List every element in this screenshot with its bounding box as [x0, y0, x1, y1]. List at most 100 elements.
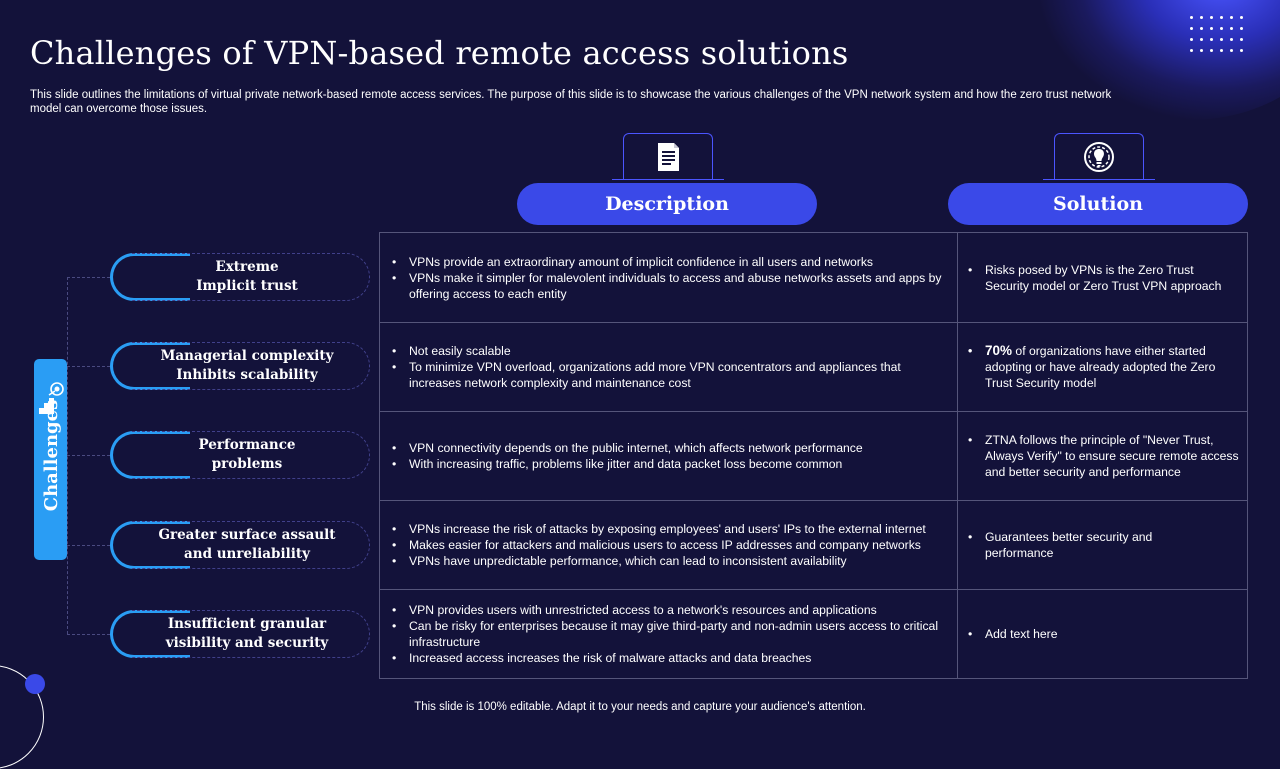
solution-cell: •Add text here — [958, 589, 1247, 678]
challenge-line: problems — [211, 456, 283, 472]
solution-cell: •Guarantees better security and performa… — [958, 500, 1247, 589]
challenge-label: Insufficient granular visibility and secu… — [152, 615, 329, 653]
challenge-line: Extreme — [215, 259, 279, 275]
decor-dot — [1210, 16, 1213, 19]
decor-dot — [1200, 16, 1203, 19]
bullet-text: VPN connectivity depends on the public i… — [409, 440, 863, 455]
bullet-text: VPNs have unpredictable performance, whi… — [409, 553, 847, 568]
stat-value: 70% — [985, 342, 1013, 358]
description-cell: •VPN provides users with unrestricted ac… — [380, 589, 958, 678]
decor-dot — [1210, 27, 1213, 30]
lightbulb-gear-icon — [1084, 142, 1114, 172]
list-item: •Can be risky for enterprises because it… — [392, 618, 947, 650]
description-cell: •Not easily scalable •To minimize VPN ov… — [380, 322, 958, 411]
bullet-text: VPN provides users with unrestricted acc… — [409, 602, 877, 617]
solution-header: Solution — [948, 183, 1248, 225]
decor-dot — [1200, 49, 1203, 52]
decor-dot — [1240, 27, 1243, 30]
list-item: •ZTNA follows the principle of "Never Tr… — [968, 432, 1239, 479]
decor-dot — [1210, 49, 1213, 52]
bullet-text: Not easily scalable — [409, 343, 511, 358]
solution-cell: •ZTNA follows the principle of "Never Tr… — [958, 411, 1247, 500]
challenge-line: visibility and security — [165, 635, 329, 651]
page-subtitle: This slide outlines the limitations of v… — [30, 89, 1112, 115]
challenge-item: Greater surface assault and unreliability — [110, 521, 370, 569]
challenge-line: Greater surface assault — [158, 527, 336, 543]
decor-dot — [1210, 38, 1213, 41]
decor-dot — [1200, 38, 1203, 41]
list-item: •Not easily scalable — [392, 343, 947, 359]
footer-note: This slide is 100% editable. Adapt it to… — [414, 701, 866, 713]
decor-dot — [1200, 27, 1203, 30]
list-item: •VPNs increase the risk of attacks by ex… — [392, 521, 947, 537]
list-item: •VPN connectivity depends on the public … — [392, 440, 947, 456]
challenge-line: Managerial complexity — [160, 348, 334, 364]
pill-outline — [132, 610, 370, 658]
list-item: •VPNs make it simpler for malevolent ind… — [392, 270, 947, 302]
stairs-target-icon — [39, 382, 64, 414]
solution-cell: •Risks posed by VPNs is the Zero Trust S… — [958, 233, 1247, 322]
decor-dot — [1190, 49, 1193, 52]
bullet-text: To minimize VPN overload, organizations … — [409, 359, 901, 390]
decor-dot — [1190, 38, 1193, 41]
list-item: •VPN provides users with unrestricted ac… — [392, 602, 947, 618]
decor-dot — [1220, 16, 1223, 19]
challenge-item: Performance problems — [110, 431, 370, 479]
table-row: •VPNs increase the risk of attacks by ex… — [380, 500, 1247, 590]
table-row: •Not easily scalable •To minimize VPN ov… — [380, 322, 1247, 412]
decor-dot — [1190, 16, 1193, 19]
list-item: •70% of organizations have either starte… — [968, 342, 1216, 390]
tree-branch — [67, 277, 110, 278]
challenge-line: Insufficient granular — [167, 616, 327, 632]
challenge-line: Performance — [198, 437, 296, 453]
corner-dot-decoration — [25, 674, 45, 694]
decor-dot — [1190, 27, 1193, 30]
pill-outline — [132, 521, 370, 569]
decor-dot — [1240, 49, 1243, 52]
challenges-label: Challenges — [41, 399, 62, 512]
bullet-text: ZTNA follows the principle of "Never Tru… — [985, 432, 1239, 479]
solution-icon-tab — [1043, 133, 1155, 180]
document-icon — [658, 143, 679, 171]
tree-branch — [67, 366, 110, 367]
description-cell: •VPN connectivity depends on the public … — [380, 411, 958, 500]
list-item: •Guarantees better security and performa… — [968, 529, 1239, 561]
challenge-line: and unreliability — [184, 546, 310, 562]
list-item: •Risks posed by VPNs is the Zero Trust S… — [968, 262, 1239, 294]
decor-dot — [1230, 38, 1233, 41]
tree-branch — [67, 634, 110, 635]
challenges-table: •VPNs provide an extraordinary amount of… — [379, 232, 1248, 679]
challenge-label: Greater surface assault and unreliability — [144, 526, 335, 564]
bullet-text: of organizations have either started ado… — [985, 343, 1216, 390]
pill-outline — [132, 253, 370, 301]
description-cell: •VPNs increase the risk of attacks by ex… — [380, 500, 958, 589]
list-item: •Makes easier for attackers and maliciou… — [392, 537, 947, 553]
dot-grid-decoration — [1190, 16, 1250, 60]
bullet-text: Add text here — [985, 626, 1058, 641]
bullet-text: Increased access increases the risk of m… — [409, 650, 812, 665]
decor-dot — [1220, 49, 1223, 52]
table-row: •VPN connectivity depends on the public … — [380, 411, 1247, 501]
table-row: •VPNs provide an extraordinary amount of… — [380, 233, 1247, 323]
decor-dot — [1240, 38, 1243, 41]
decor-dot — [1220, 27, 1223, 30]
list-item: •VPNs have unpredictable performance, wh… — [392, 553, 947, 569]
bullet-text: VPNs make it simpler for malevolent indi… — [409, 270, 942, 301]
tree-branch — [67, 545, 110, 546]
bullet-text: VPNs increase the risk of attacks by exp… — [409, 521, 926, 536]
bullet-text: Risks posed by VPNs is the Zero Trust Se… — [985, 262, 1222, 293]
list-item: •Increased access increases the risk of … — [392, 650, 947, 666]
challenge-item: Insufficient granular visibility and secu… — [110, 610, 370, 658]
bullet-text: Guarantees better security and performan… — [985, 529, 1153, 560]
list-item: •VPNs provide an extraordinary amount of… — [392, 254, 947, 270]
tree-branch — [67, 455, 110, 456]
decor-dot — [1220, 38, 1223, 41]
decor-dot — [1230, 27, 1233, 30]
solution-cell: •70% of organizations have either starte… — [958, 322, 1247, 411]
challenge-line: Inhibits scalability — [176, 367, 318, 383]
decor-dot — [1230, 16, 1233, 19]
list-item: •Add text here — [968, 626, 1239, 642]
